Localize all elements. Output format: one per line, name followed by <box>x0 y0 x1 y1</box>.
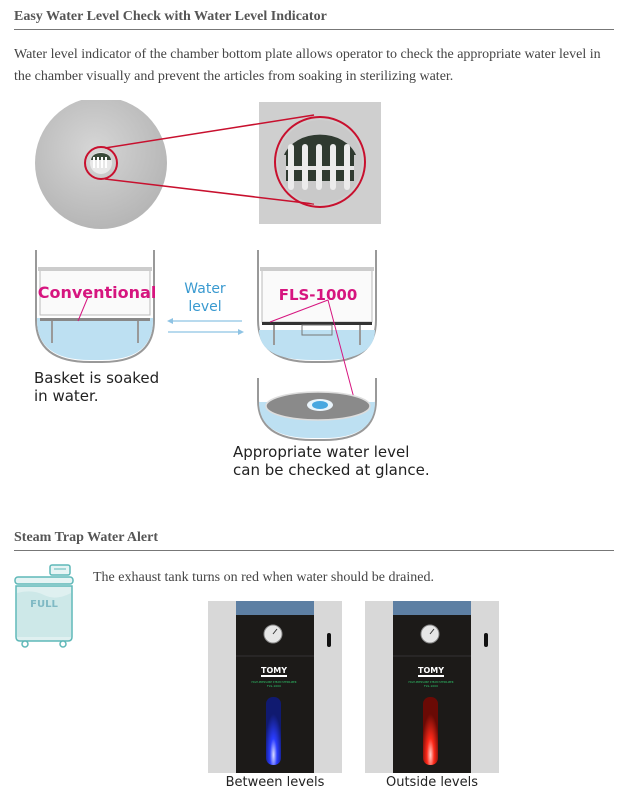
section-heading-water-level: Easy Water Level Check with Water Level … <box>14 9 614 30</box>
water-level-arrows <box>167 318 244 335</box>
product-model: FLS-1000 <box>267 684 281 688</box>
conventional-caption: Basket is soaked in water. <box>34 369 159 405</box>
conventional-label: Conventional <box>38 283 157 302</box>
steam-trap-description: The exhaust tank turns on red when water… <box>93 570 434 585</box>
zoom-line-bottom <box>104 178 315 205</box>
water-level-description: Water level indicator of the chamber bot… <box>14 47 601 84</box>
highlight-circle-large <box>274 116 366 208</box>
zoom-line-top <box>104 114 315 149</box>
conventional-chamber <box>35 250 155 363</box>
fls-caption: Appropriate water level can be checked a… <box>233 443 430 479</box>
fls-chamber <box>257 250 377 403</box>
red-level-indicator <box>423 697 438 765</box>
fls-label: FLS-1000 <box>279 286 358 304</box>
conventional-caption-line1: Basket is soaked <box>34 369 160 387</box>
product-model: FLS-1000 <box>424 684 438 688</box>
highlight-circle-small <box>84 146 118 180</box>
conventional-caption-line2: in water. <box>34 387 99 405</box>
water-level-label-line2: level <box>188 299 221 315</box>
brand-logo: TOMY <box>261 666 287 675</box>
blue-level-indicator <box>266 697 281 765</box>
large-indicator-icon <box>278 120 362 204</box>
indicator-plate-chamber <box>257 378 377 441</box>
photo-outside-levels: TOMY HIGH-PRESSURE STEAM STERILIZER FLS-… <box>365 601 499 773</box>
bottom-plate-figure <box>35 100 381 229</box>
caption-between-levels: Between levels <box>225 775 325 790</box>
product-subtitle: HIGH-PRESSURE STEAM STERILIZER <box>252 680 297 684</box>
fls-caption-line1: Appropriate water level <box>233 443 410 461</box>
small-indicator-icon <box>90 152 112 174</box>
caption-outside-levels: Outside levels <box>385 775 479 790</box>
full-tank-icon: FULL <box>14 564 74 648</box>
water-level-label-line1: Water <box>184 281 226 297</box>
water-level-comparison-diagram: Conventional Water level FLS-1000 <box>35 250 377 441</box>
fls-caption-line2: can be checked at glance. <box>233 461 430 479</box>
indicator-photos: TOMY HIGH-PRESSURE STEAM STERILIZER FLS-… <box>208 601 499 773</box>
product-subtitle: HIGH-PRESSURE STEAM STERILIZER <box>409 680 454 684</box>
section-heading-steam-trap: Steam Trap Water Alert <box>14 530 614 551</box>
photo-between-levels: TOMY HIGH-PRESSURE STEAM STERILIZER FLS-… <box>208 601 342 773</box>
full-label: FULL <box>30 599 58 610</box>
brand-logo: TOMY <box>418 666 444 675</box>
